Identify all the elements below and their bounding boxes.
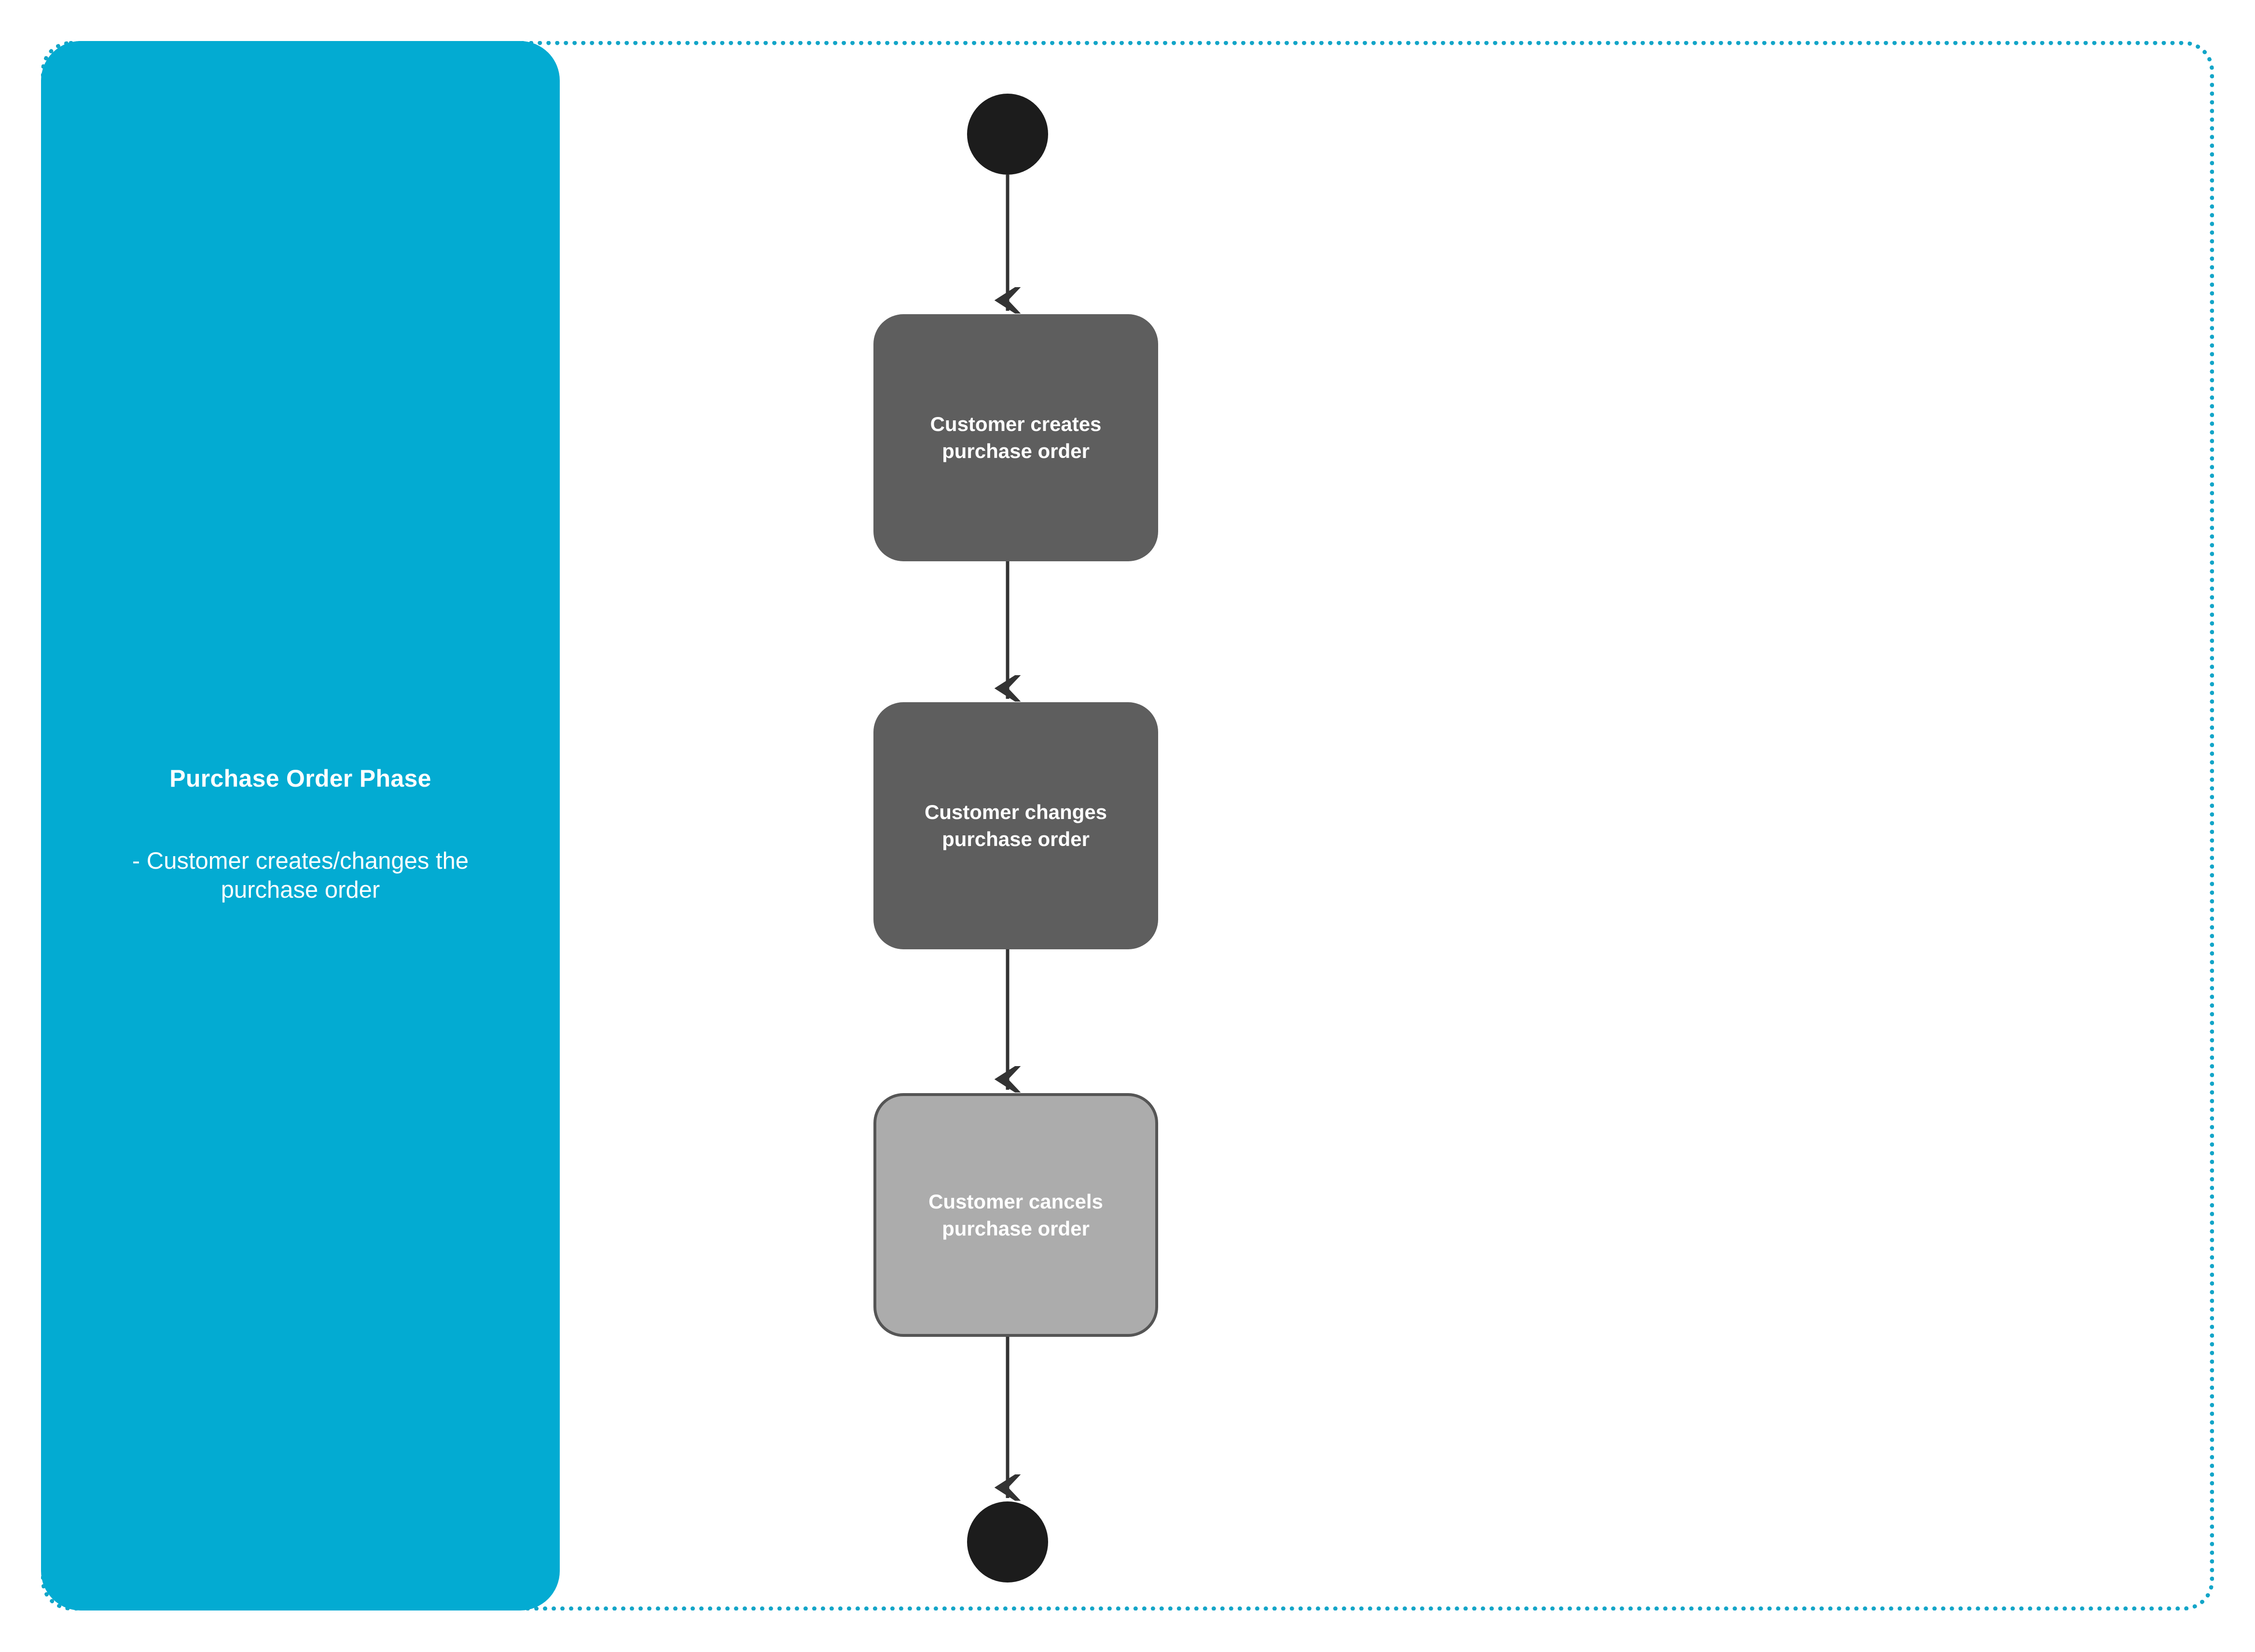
task-node-label-line1: Customer changes [924,801,1107,824]
task-node-label-line1: Customer creates [930,413,1102,436]
task-node-label: Customer changes purchase order [925,799,1107,853]
task-node-label: Customer cancels purchase order [928,1188,1103,1242]
phase-label-panel: Purchase Order Phase - Customer creates/… [41,41,560,1610]
end-event-node[interactable] [967,1501,1048,1583]
task-node-customer-changes-purchase-order[interactable]: Customer changes purchase order [873,702,1158,949]
phase-description: - Customer creates/changes the purchase … [132,848,469,903]
task-node-label-line1: Customer cancels [928,1190,1103,1213]
task-node-label-line2: purchase order [942,1217,1090,1240]
phase-title: Purchase Order Phase [169,765,431,792]
task-node-label-line2: purchase order [942,440,1090,462]
task-node-customer-creates-purchase-order[interactable]: Customer creates purchase order [873,314,1158,561]
task-node-label-line2: purchase order [942,828,1090,850]
task-node-label: Customer creates purchase order [930,411,1102,465]
start-event-node[interactable] [967,94,1048,175]
task-node-customer-cancels-purchase-order[interactable]: Customer cancels purchase order [873,1093,1158,1337]
